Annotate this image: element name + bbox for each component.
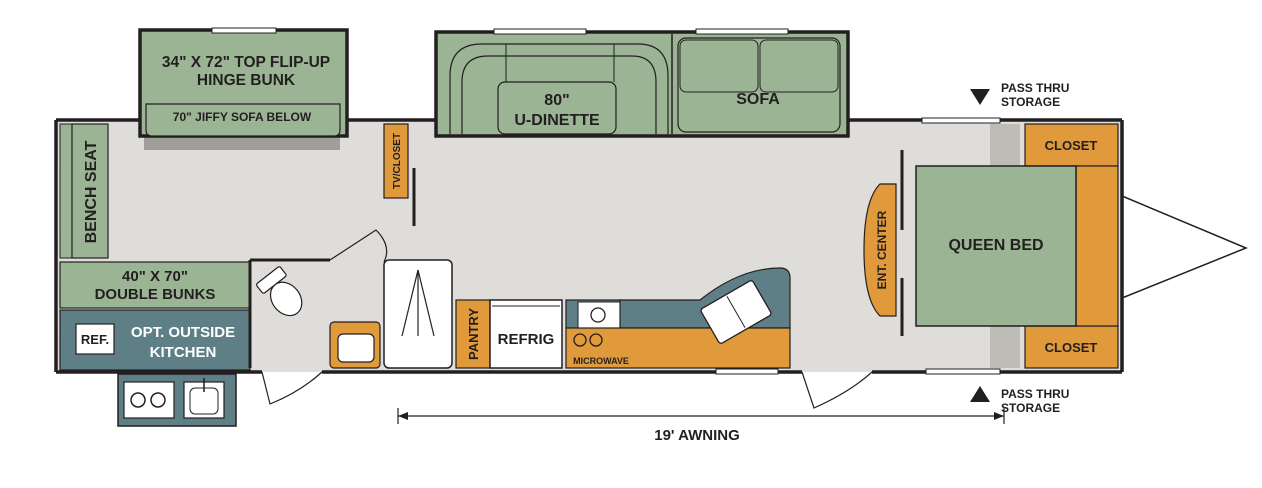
kitchen-cabinets xyxy=(565,327,791,369)
ref-small-label: REF. xyxy=(81,332,109,347)
awning-arrow-right xyxy=(994,412,1004,420)
shower-pole-left xyxy=(401,269,419,337)
dinette-label-line2: U-DINETTE xyxy=(514,112,600,129)
queen-bed-label: QUEEN BED xyxy=(948,237,1043,254)
pass-thru-bottom-line1: PASS THRU xyxy=(1001,387,1069,401)
cooktop-burner xyxy=(590,307,606,323)
ent-center-label: ENT. CENTER xyxy=(875,210,889,289)
bedroom-window-top xyxy=(921,117,1001,124)
small-ref-box xyxy=(75,323,115,355)
cooktop xyxy=(577,301,621,329)
refrig-label: REFRIG xyxy=(498,331,555,348)
jiffy-sofa-label: 70" JIFFY SOFA BELOW xyxy=(173,110,312,124)
outside-kitchen-label-line1: OPT. OUTSIDE xyxy=(131,324,235,341)
pass-thru-bottom-line2: STORAGE xyxy=(1001,401,1060,415)
pantry xyxy=(455,299,491,369)
kitchen-window-bottom xyxy=(715,368,779,375)
refrigerator xyxy=(489,299,563,369)
sofa-window xyxy=(695,28,789,35)
sofa xyxy=(677,37,841,133)
oven-burner-left xyxy=(573,333,587,347)
dinette-label-line1: 80" xyxy=(544,92,569,109)
pass-thru-arrow-up xyxy=(970,386,990,402)
pass-thru-top-line1: PASS THRU xyxy=(1001,81,1069,95)
sofa-cushion-right xyxy=(759,39,839,93)
tv-closet xyxy=(383,123,409,199)
awning-arrow-left xyxy=(398,412,408,420)
pass-thru-arrow-down xyxy=(970,89,990,105)
oven-burner-right xyxy=(589,333,603,347)
microwave-label: MICROWAVE xyxy=(573,356,629,366)
flip-bunk-label-line2: HINGE BUNK xyxy=(197,72,296,89)
closet-top-label: CLOSET xyxy=(1045,138,1098,153)
double-bunks xyxy=(59,261,251,309)
bath-door xyxy=(329,229,388,263)
tv-closet-label: TV/CLOSET xyxy=(392,133,403,189)
outside-burner-right xyxy=(150,392,166,408)
bedroom-window-bottom xyxy=(925,368,1001,375)
outside-kitchen-label-line2: KITCHEN xyxy=(150,344,217,361)
entry-door-rear xyxy=(261,371,323,405)
closet-top xyxy=(1024,123,1119,167)
bath-sink xyxy=(337,333,375,363)
flip-bunk-label-line1: 34" X 72" TOP FLIP-UP xyxy=(162,54,330,71)
nightstand-wardrobe xyxy=(1075,165,1119,327)
toilet xyxy=(256,266,303,317)
outside-burner-left xyxy=(130,392,146,408)
awning-label: 19' AWNING xyxy=(654,427,740,444)
shower-pole-right xyxy=(417,269,435,337)
bench-seat xyxy=(71,123,109,259)
queen-bed xyxy=(915,165,1077,327)
closet-bottom-label: CLOSET xyxy=(1045,340,1098,355)
dinette-table xyxy=(497,81,617,135)
u-dinette-outer xyxy=(449,43,669,134)
outside-cooktop xyxy=(123,381,175,419)
double-bunks-label-line1: 40" X 70" xyxy=(122,268,188,285)
sofa-cushion-left xyxy=(679,39,759,93)
double-bunks-label-line2: DOUBLE BUNKS xyxy=(95,286,216,303)
hitch xyxy=(1121,195,1248,299)
entry-door-main xyxy=(801,371,873,409)
dinette-window xyxy=(493,28,587,35)
jiffy-sofa xyxy=(145,103,341,137)
pass-thru-top-line2: STORAGE xyxy=(1001,95,1060,109)
u-dinette-inner xyxy=(461,55,657,134)
kitchen-sink xyxy=(700,280,772,344)
pantry-label: PANTRY xyxy=(466,308,481,360)
bench-seat-label: BENCH SEAT xyxy=(83,140,100,243)
bench-seat-back xyxy=(59,123,73,259)
ent-center xyxy=(863,183,897,317)
sofa-label: SOFA xyxy=(736,91,780,108)
bunk-window xyxy=(211,27,277,34)
